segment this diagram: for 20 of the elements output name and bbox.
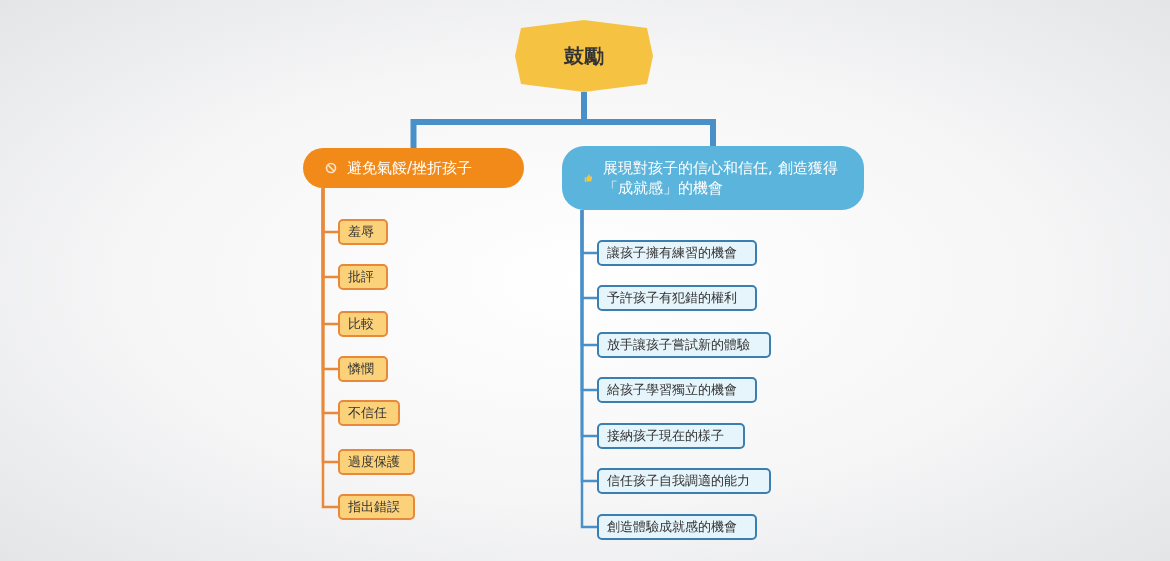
topic-box: 予許孩子有犯錯的權利 <box>597 285 757 311</box>
branch-pill <box>303 148 524 188</box>
connector-line <box>581 92 716 146</box>
topic-box: 指出錯誤 <box>338 494 415 520</box>
topic-box: 羞辱 <box>338 219 388 245</box>
topic-box: 接納孩子現在的樣子 <box>597 423 745 449</box>
topic-box: 批評 <box>338 264 388 290</box>
topic-box: 給孩子學習獨立的機會 <box>597 377 757 403</box>
topic-box: 創造體驗成就感的機會 <box>597 514 757 540</box>
branch-pill <box>562 146 864 210</box>
topic-box: 過度保護 <box>338 449 415 475</box>
branch-label: 避免氣餒/挫折孩子 <box>347 158 473 178</box>
topic-box: 放手讓孩子嘗試新的體驗 <box>597 332 771 358</box>
topic-box: 比較 <box>338 311 388 337</box>
topic-box: 不信任 <box>338 400 400 426</box>
topic-box: 信任孩子自我調適的能力 <box>597 468 771 494</box>
node-title: 鼓勵 <box>564 42 604 70</box>
branch-label: 展現對孩子的信心和信任, 創造獲得「成就感」的機會 <box>603 158 839 198</box>
topic-box: 讓孩子擁有練習的機會 <box>597 240 757 266</box>
topic-box: 憐憫 <box>338 356 388 382</box>
